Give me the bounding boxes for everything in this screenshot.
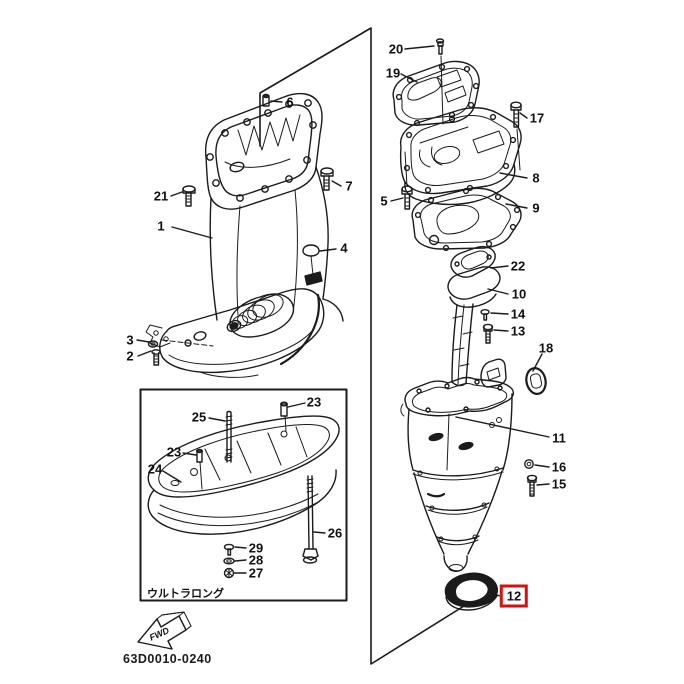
gasket-part9	[411, 187, 522, 252]
fwd-arrow-icon	[137, 611, 192, 650]
leader-lines	[136, 45, 550, 597]
callout-9[interactable]: 9	[532, 200, 540, 216]
extension-casing-part24	[147, 415, 340, 535]
bolt-part26	[302, 475, 319, 564]
callout-25[interactable]: 25	[191, 409, 207, 425]
bolt-part2	[151, 349, 161, 366]
screw-part29	[223, 543, 235, 556]
nut-part27	[223, 567, 235, 579]
callout-7[interactable]: 7	[345, 178, 353, 194]
bolt-part13	[482, 323, 494, 344]
lower-housing-part11	[400, 358, 515, 572]
bolt-part20	[435, 38, 445, 125]
bolt-part15	[526, 474, 538, 497]
callout-17[interactable]: 17	[529, 110, 545, 126]
callout-5[interactable]: 5	[380, 193, 388, 209]
callout-23-left[interactable]: 23	[166, 444, 182, 460]
stud-part25	[225, 410, 233, 463]
clip-part23-left	[195, 448, 203, 490]
callout-8[interactable]: 8	[532, 170, 540, 186]
callout-11[interactable]: 11	[552, 430, 566, 446]
screw-part14	[480, 309, 490, 321]
callout-4[interactable]: 4	[340, 240, 348, 256]
plug-part6	[262, 93, 270, 107]
callout-27[interactable]: 27	[248, 565, 264, 581]
inset-caption: ウルトラロング	[147, 588, 224, 600]
callout-20[interactable]: 20	[388, 41, 404, 57]
bolt-part17	[510, 101, 522, 171]
washer-part28	[223, 557, 235, 565]
callout-15[interactable]: 15	[551, 476, 567, 492]
callout-28[interactable]: 28	[248, 552, 264, 568]
callout-1[interactable]: 1	[157, 218, 165, 234]
callout-19[interactable]: 19	[385, 65, 401, 81]
exhaust-guide-part8	[399, 107, 522, 206]
clip-part23-top	[280, 401, 288, 432]
bolt-part21	[182, 185, 196, 207]
bolt-part5	[401, 151, 413, 210]
callout-22[interactable]: 22	[510, 258, 526, 274]
callout-24[interactable]: 24	[147, 461, 163, 477]
washer-part16	[524, 459, 534, 469]
plate-part22	[450, 245, 496, 278]
callout-13[interactable]: 13	[510, 323, 526, 339]
callout-29[interactable]: 29	[248, 540, 264, 556]
seal-part12	[444, 572, 498, 611]
callout-26[interactable]: 26	[327, 525, 343, 541]
washer-part3	[147, 340, 159, 348]
plug-part4	[302, 244, 323, 286]
callout-23-top[interactable]: 23	[306, 394, 322, 410]
divider-line	[259, 27, 489, 665]
inset-ultralong	[139, 388, 348, 602]
callout-16[interactable]: 16	[551, 459, 567, 475]
upper-casing-part1	[145, 92, 344, 378]
diagram-part-code: 63D0010-0240	[123, 652, 212, 666]
callout-2[interactable]: 2	[126, 348, 134, 364]
grommet-part18	[525, 367, 547, 395]
callout-10[interactable]: 10	[511, 286, 527, 302]
callout-3[interactable]: 3	[126, 332, 134, 348]
bolt-part7	[320, 167, 334, 191]
callout-14[interactable]: 14	[510, 306, 526, 322]
callout-12-highlighted[interactable]: 12	[499, 584, 529, 608]
muffler-part10	[447, 266, 501, 387]
callout-18[interactable]: 18	[538, 340, 554, 356]
callout-21[interactable]: 21	[153, 188, 169, 204]
callout-6[interactable]: 6	[286, 94, 294, 110]
